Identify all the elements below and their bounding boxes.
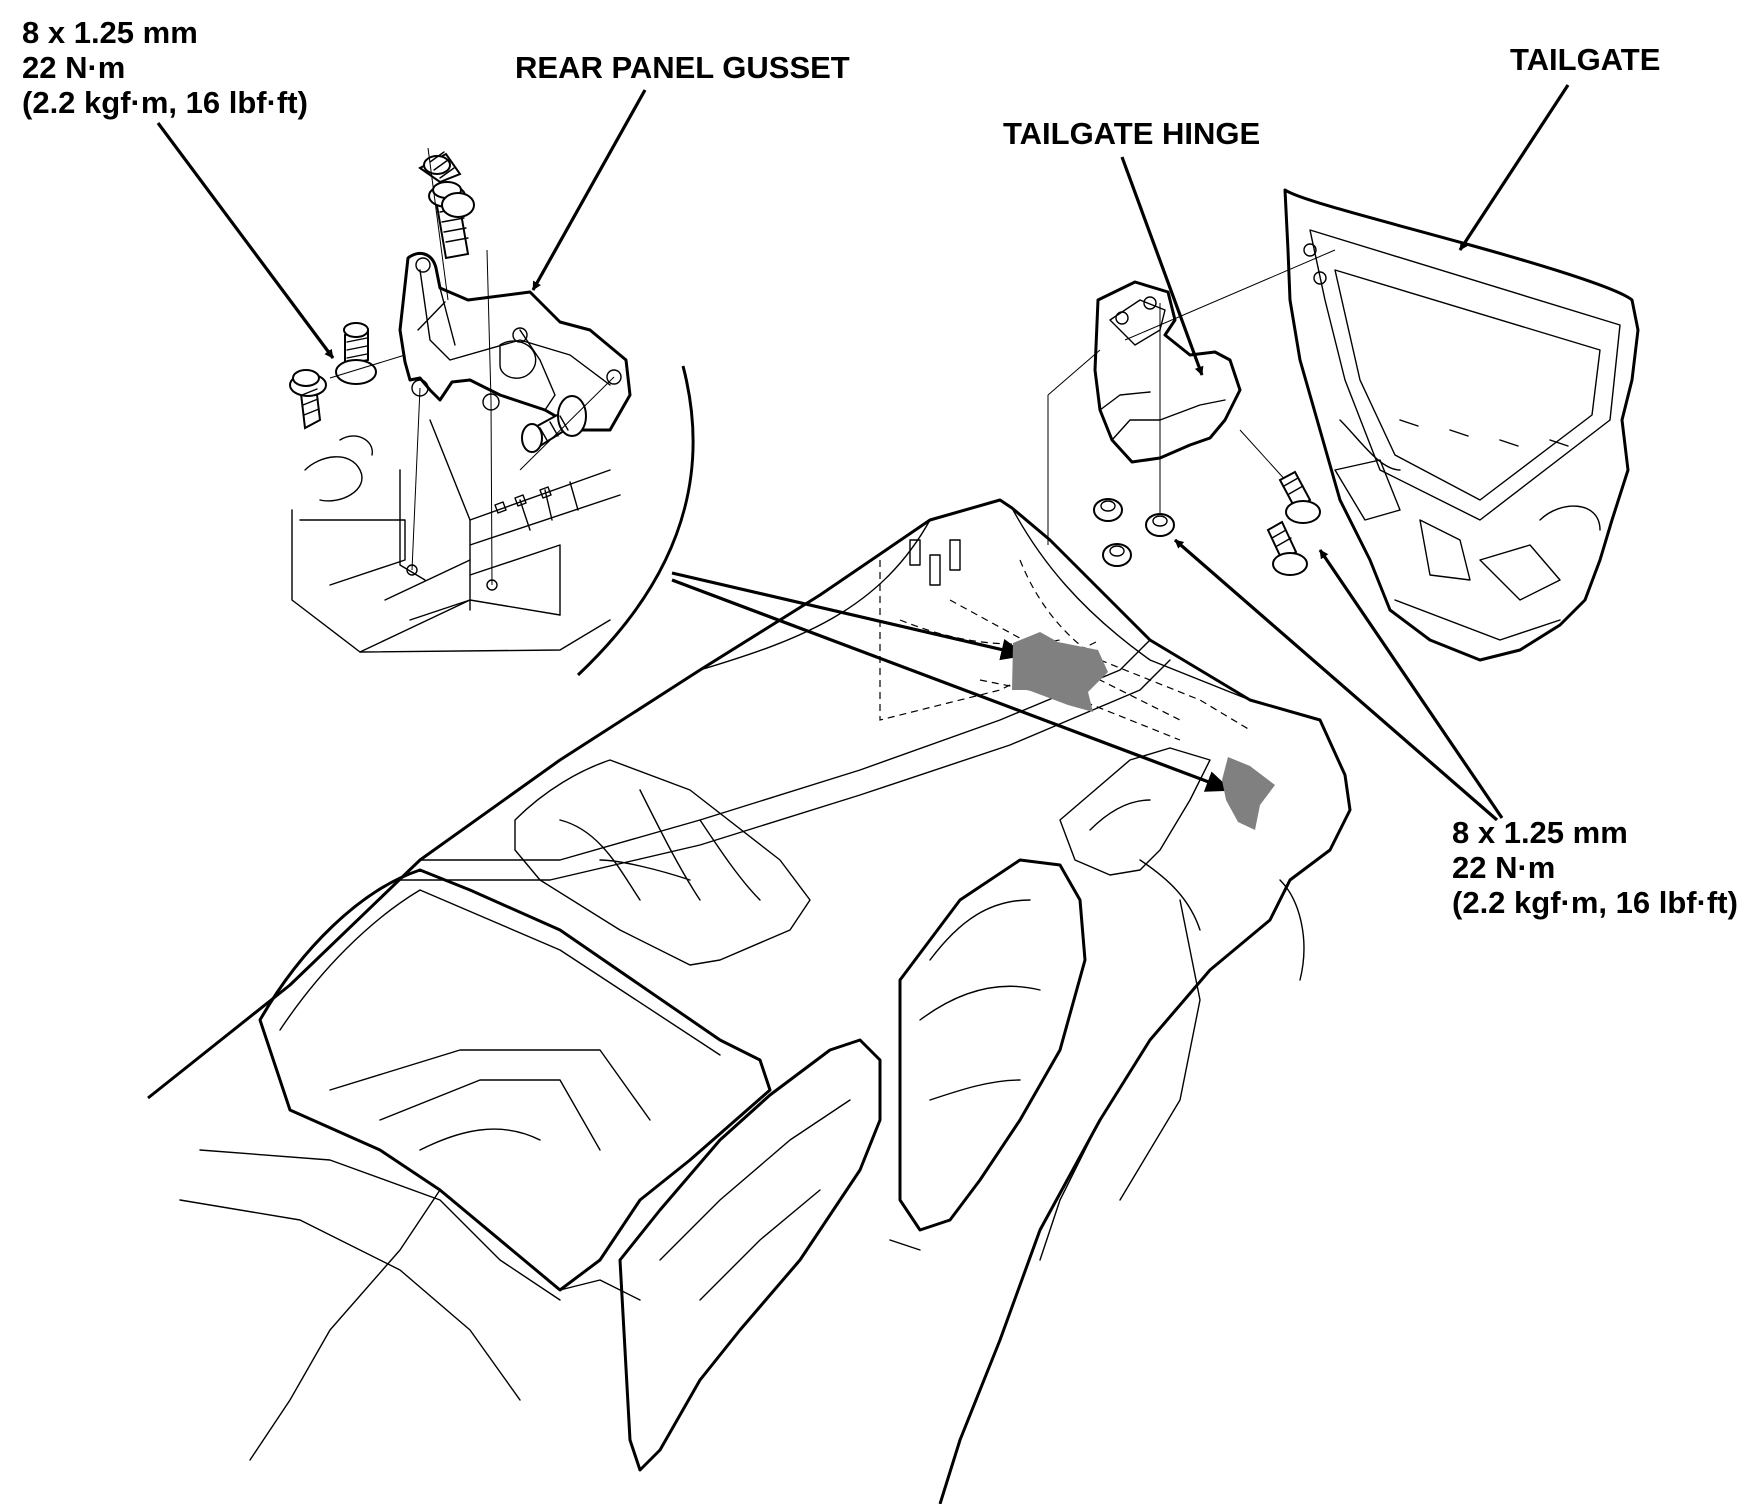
leader-tailgate	[1458, 84, 1570, 251]
rear-panel-gusset-label: REAR PANEL GUSSET	[515, 50, 850, 85]
bolt-spec-left-size: 8 x 1.25 mm	[22, 15, 198, 50]
hinge-nut	[1093, 498, 1123, 522]
vehicle-body	[147, 498, 1352, 1504]
gusset-bolt	[521, 395, 587, 453]
bolt-spec-left-callout: 8 x 1.25 mm 22 N·m (2.2 kgf·m, 16 lbf·ft…	[22, 15, 308, 120]
leader-bolt-left	[156, 122, 335, 359]
gusset-bolt	[289, 369, 327, 430]
pointer-gusset-location-lower	[671, 578, 1233, 792]
leader-rear-panel-gusset	[531, 89, 647, 291]
front-door-opening	[618, 1038, 882, 1472]
hinge-bolt	[1278, 470, 1321, 524]
roof-outline	[147, 498, 1352, 1504]
rear-panel-gusset-detail-view	[289, 147, 695, 677]
hinge-nut	[1102, 543, 1132, 567]
tailgate-hinge-part	[1093, 280, 1242, 464]
tailgate-label: TAILGATE	[1510, 42, 1660, 77]
tailgate-part	[1283, 188, 1640, 662]
pointer-gusset-location-upper	[671, 571, 1028, 661]
rear-door-opening	[898, 858, 1087, 1232]
bolt-spec-left-torque-alt: (2.2 kgf·m, 16 lbf·ft)	[22, 85, 308, 120]
bolt-spec-left-torque: 22 N·m	[22, 50, 125, 85]
rear-panel-gusset-part	[398, 251, 632, 432]
leader-hinge-nut	[1173, 538, 1499, 822]
gusset-location-upper-highlight	[1012, 632, 1108, 712]
tailgate-hinge-detail	[1047, 249, 1336, 576]
hinge-nut	[1145, 513, 1175, 537]
gusset-bolt	[335, 322, 377, 385]
bolt-spec-right-torque-alt: (2.2 kgf·m, 16 lbf·ft)	[1452, 885, 1738, 920]
detail-view-boundary	[576, 365, 695, 677]
leader-hinge-bolt	[1318, 549, 1504, 819]
rear-quarter-window	[1059, 747, 1211, 876]
sunroof-opening	[514, 759, 811, 966]
bolt-spec-right-torque: 22 N·m	[1452, 850, 1555, 885]
tailgate-hinge-label: TAILGATE HINGE	[1003, 116, 1260, 151]
bolt-spec-right-size: 8 x 1.25 mm	[1452, 815, 1628, 850]
windshield-opening	[258, 868, 772, 1292]
leader-tailgate-hinge	[1120, 156, 1204, 376]
leader-lines	[156, 84, 1570, 822]
bolt-spec-right-callout: 8 x 1.25 mm 22 N·m (2.2 kgf·m, 16 lbf·ft…	[1452, 815, 1738, 920]
hinge-bolt	[1266, 520, 1308, 576]
gusset-location-lower-highlight	[1222, 757, 1275, 830]
